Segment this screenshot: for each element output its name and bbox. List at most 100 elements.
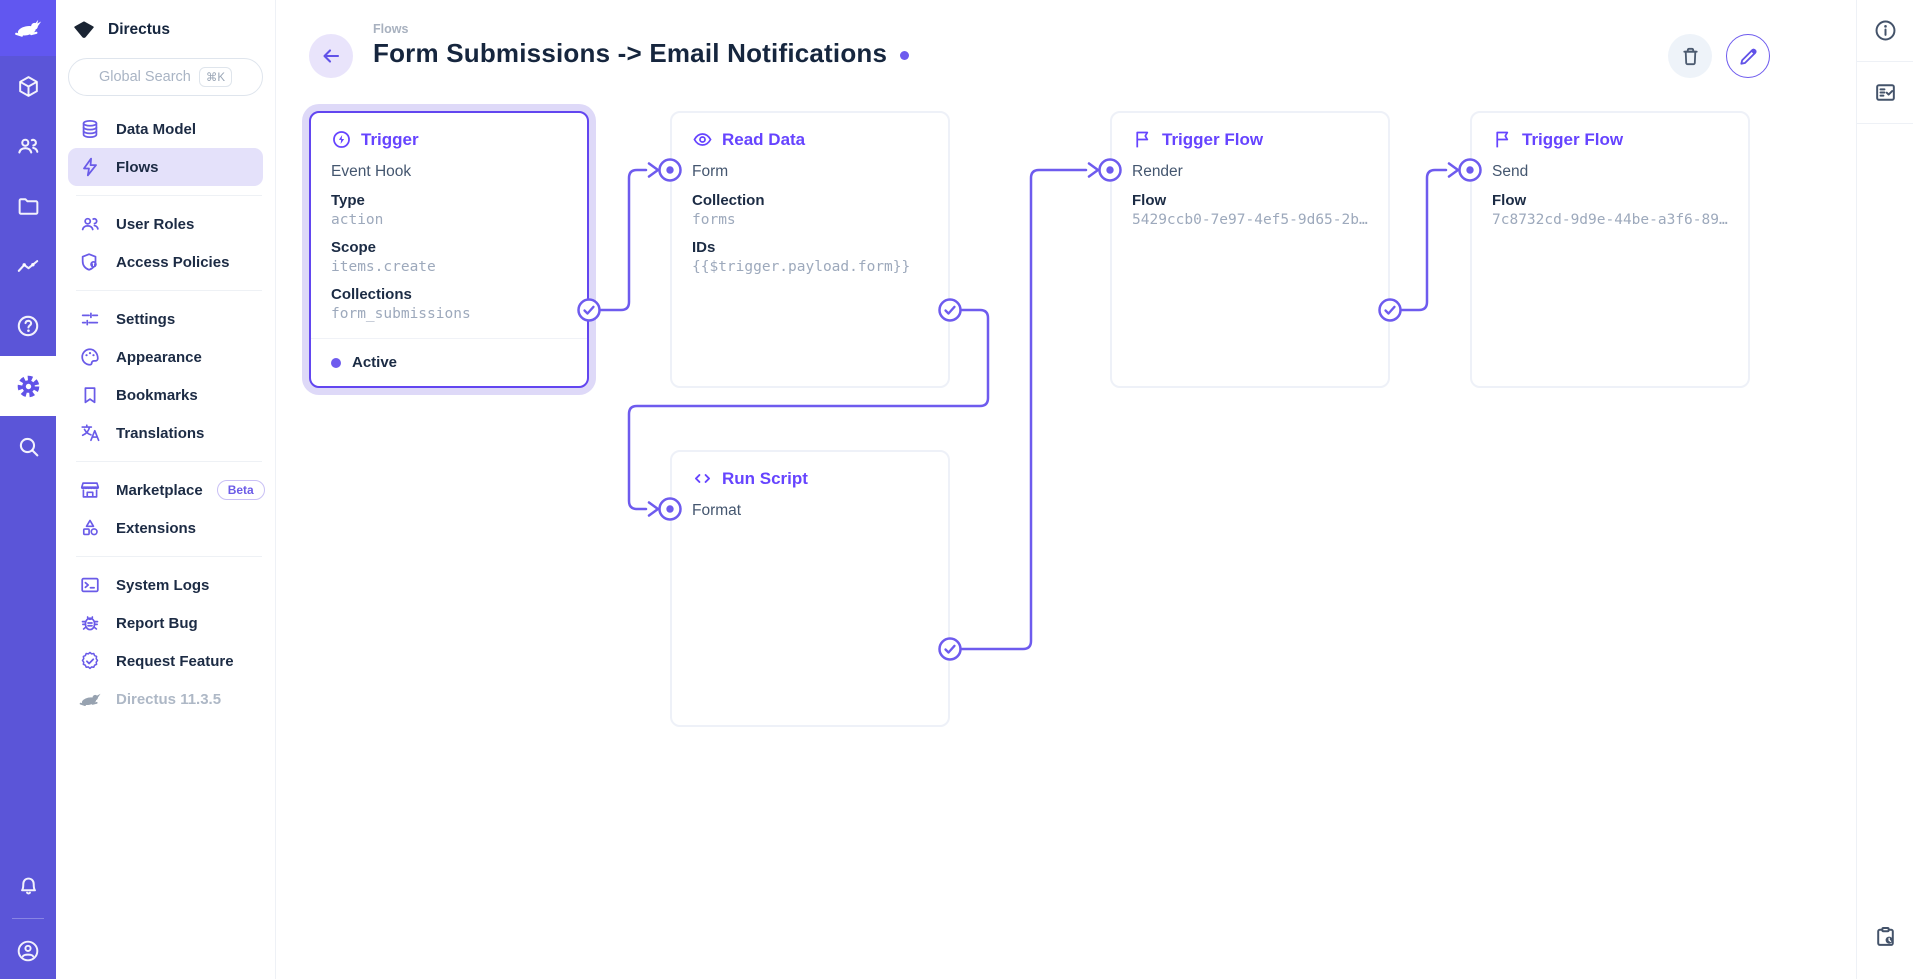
field-value: 5429ccb0-7e97-4ef5-9d65-2b… <box>1132 212 1368 228</box>
operation-name: Form <box>692 163 729 180</box>
pending-revisions-button[interactable] <box>1857 906 1913 967</box>
wire-arrowhead <box>647 501 660 517</box>
module-search-button[interactable] <box>0 416 56 476</box>
flag-icon <box>1492 129 1513 150</box>
sidebar-item-label: Marketplace <box>116 481 203 499</box>
delete-flow-button[interactable] <box>1668 34 1712 78</box>
sidebar-divider <box>1857 123 1913 124</box>
operation-panel-trigger[interactable]: Trigger Event Hook Type action Scope ite… <box>309 111 589 388</box>
edit-flow-button[interactable] <box>1726 34 1770 78</box>
wire-arrowhead <box>1447 162 1460 178</box>
rabbit-logo-icon <box>13 13 43 43</box>
wire-arrowhead <box>1087 162 1100 178</box>
project-header[interactable]: Directus <box>56 0 275 54</box>
sidebar-divider <box>1857 61 1913 62</box>
arrow-left-icon <box>319 44 343 68</box>
wire-arrowhead <box>647 162 660 178</box>
sidebar-item-settings[interactable]: Settings <box>68 300 263 338</box>
field-value: form_submissions <box>331 306 471 322</box>
global-search-input[interactable]: Global Search ⌘K <box>68 58 263 96</box>
search-icon <box>16 434 41 459</box>
logs-sidebar-button[interactable] <box>1857 62 1913 123</box>
tune-icon <box>78 307 102 331</box>
sidebar-item-label: Translations <box>116 424 205 442</box>
cube-icon <box>16 74 41 99</box>
app-version: Directus 11.3.5 <box>68 680 263 718</box>
sidebar-item-request-feature[interactable]: Request Feature <box>68 642 263 680</box>
palette-icon <box>78 345 102 369</box>
clipboard-clock-icon <box>1873 924 1898 949</box>
panel-type-label: Read Data <box>722 129 806 149</box>
wire-render-to-send <box>1399 168 1448 312</box>
page-title: Form Submissions -> Email Notifications <box>373 38 888 68</box>
bolt-circle-icon <box>331 129 352 150</box>
rabbit-version-icon <box>78 687 102 711</box>
module-files-button[interactable] <box>0 176 56 236</box>
operation-panel-trigger-flow-render[interactable]: Trigger Flow Render Flow 5429ccb0-7e97-4… <box>1110 111 1390 388</box>
sidebar-item-extensions[interactable]: Extensions <box>68 509 263 547</box>
module-settings-button[interactable] <box>0 356 56 416</box>
trash-icon <box>1679 45 1702 68</box>
sidebar-item-system-logs[interactable]: System Logs <box>68 566 263 604</box>
field-label: Type <box>331 192 365 209</box>
module-bar-divider <box>12 918 44 919</box>
field-value: forms <box>692 212 736 228</box>
operation-panel-read-data[interactable]: Read Data Form Collection forms IDs {{$t… <box>670 111 950 388</box>
sidebar-item-label: Data Model <box>116 120 197 138</box>
flow-canvas: Flows Form Submissions -> Email Notifica… <box>276 0 1856 979</box>
sidebar-divider <box>76 556 262 557</box>
eye-icon <box>692 129 713 150</box>
project-name: Directus <box>108 21 171 38</box>
sidebar-item-label: Flows <box>116 158 159 176</box>
bell-icon <box>16 872 41 897</box>
panel-type-label: Trigger Flow <box>1522 129 1624 149</box>
module-help-button[interactable] <box>0 296 56 356</box>
operation-name: Event Hook <box>331 163 412 180</box>
search-shortcut-badge: ⌘K <box>198 67 233 87</box>
breadcrumb[interactable]: Flows <box>373 22 409 36</box>
flag-icon <box>1132 129 1153 150</box>
module-bar <box>0 0 56 979</box>
sidebar-item-user-roles[interactable]: User Roles <box>68 205 263 243</box>
account-button[interactable] <box>0 923 56 979</box>
folder-icon <box>16 194 41 219</box>
field-label: Collection <box>692 192 765 209</box>
status-badge: Active <box>352 354 398 371</box>
sidebar-item-data-model[interactable]: Data Model <box>68 110 263 148</box>
operation-name: Send <box>1492 163 1529 180</box>
sidebar-item-flows[interactable]: Flows <box>68 148 263 186</box>
directus-logo-button[interactable] <box>0 0 56 56</box>
account-icon <box>15 938 41 964</box>
people-icon <box>78 212 102 236</box>
module-users-button[interactable] <box>0 116 56 176</box>
operation-panel-trigger-flow-send[interactable]: Trigger Flow Send Flow 7c8732cd-9d9e-44b… <box>1470 111 1750 388</box>
database-icon <box>78 117 102 141</box>
shield-lock-icon <box>78 250 102 274</box>
module-insights-button[interactable] <box>0 236 56 296</box>
module-content-button[interactable] <box>0 56 56 116</box>
sidebar-item-label: Settings <box>116 310 176 328</box>
sidebar-divider <box>76 195 262 196</box>
sidebar-item-marketplace[interactable]: Marketplace Beta <box>68 471 265 509</box>
info-sidebar-button[interactable] <box>1857 0 1913 61</box>
sidebar-item-translations[interactable]: Translations <box>68 414 263 452</box>
sidebar-item-report-bug[interactable]: Report Bug <box>68 604 263 642</box>
pencil-icon <box>1737 45 1760 68</box>
field-label: Scope <box>331 239 377 256</box>
sidebar-item-label: Request Feature <box>116 652 234 670</box>
sidebar-item-bookmarks[interactable]: Bookmarks <box>68 376 263 414</box>
field-label: Flow <box>1492 192 1527 209</box>
sidebar-item-appearance[interactable]: Appearance <box>68 338 263 376</box>
bug-icon <box>78 611 102 635</box>
sidebar-item-label: Extensions <box>116 519 197 537</box>
detail-sidebar <box>1856 0 1913 979</box>
beta-badge: Beta <box>216 480 265 500</box>
bookmark-icon <box>78 383 102 407</box>
sidebar-item-label: System Logs <box>116 576 210 594</box>
sidebar-item-label: Report Bug <box>116 614 198 632</box>
notifications-button[interactable] <box>0 854 56 914</box>
sidebar-item-label: Bookmarks <box>116 386 198 404</box>
operation-panel-run-script[interactable]: Run Script Format <box>670 450 950 727</box>
back-button[interactable] <box>309 34 353 78</box>
sidebar-item-access-policies[interactable]: Access Policies <box>68 243 263 281</box>
